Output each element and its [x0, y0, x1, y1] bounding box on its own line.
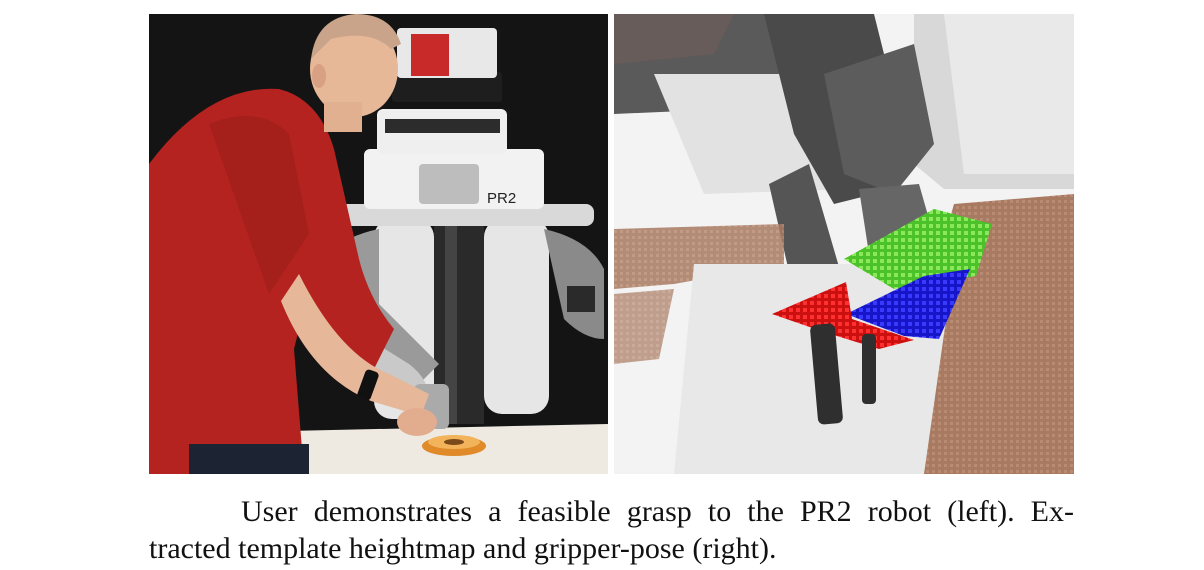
pr2-label: PR2 [487, 190, 516, 207]
figure: PR2 [149, 14, 1074, 474]
figure-caption-text: User demonstrates a feasible grasp to th… [149, 495, 1074, 565]
demonstration-photo: PR2 [149, 14, 608, 474]
heightmap-visualization [614, 14, 1074, 474]
figure-caption: User demonstrates a feasible grasp to th… [149, 493, 1074, 567]
